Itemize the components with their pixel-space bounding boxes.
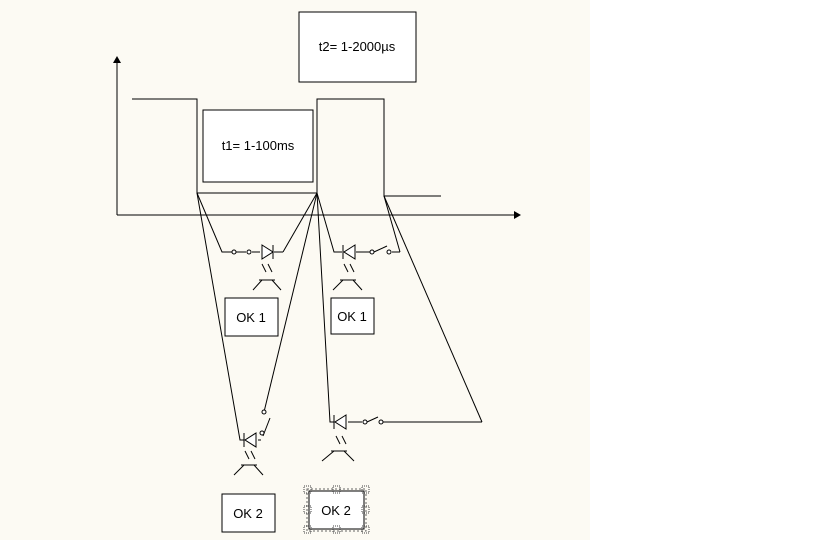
resize-handle-left[interactable] (303, 505, 312, 514)
t1-label: t1= 1-100ms (222, 138, 295, 153)
ok2-left-box[interactable] (221, 493, 276, 533)
resize-handle-top-right[interactable] (361, 485, 370, 494)
phototransistor-3 (233, 450, 264, 476)
t2-label: t2= 1-2000µs (319, 39, 396, 54)
phototransistor-2 (332, 263, 363, 291)
ok1-left-label: OK 1 (236, 310, 266, 325)
ok2-left-label: OK 2 (233, 506, 263, 521)
pulse-waveform (132, 98, 441, 197)
phototransistor-4 (321, 435, 355, 462)
drawing-canvas[interactable] (0, 0, 590, 540)
led-diode-3 (243, 432, 257, 448)
led-diode-2 (342, 244, 356, 260)
selection-handles[interactable] (303, 485, 370, 534)
resize-handle-top-left[interactable] (303, 485, 312, 494)
selection-outline (306, 488, 367, 532)
resize-handle-bottom-left[interactable] (303, 525, 312, 534)
resize-handle-bottom[interactable] (332, 525, 341, 534)
switch-contacts (231, 249, 392, 436)
t1-box[interactable] (202, 109, 314, 183)
ok2-right-box[interactable] (308, 490, 365, 530)
resize-handle-right[interactable] (361, 505, 370, 514)
resize-handle-bottom-right[interactable] (361, 525, 370, 534)
phototransistor-1 (252, 263, 282, 291)
ok1-right-label: OK 1 (337, 309, 367, 324)
ok1-left-box[interactable] (224, 297, 279, 337)
ok2-right-label: OK 2 (321, 503, 351, 518)
led-diode-1 (261, 244, 274, 260)
t2-box[interactable] (298, 11, 417, 83)
led-diode-4 (333, 414, 347, 430)
ok1-right-box[interactable] (330, 297, 375, 335)
resize-handle-top[interactable] (332, 485, 341, 494)
wiring (196, 192, 483, 441)
